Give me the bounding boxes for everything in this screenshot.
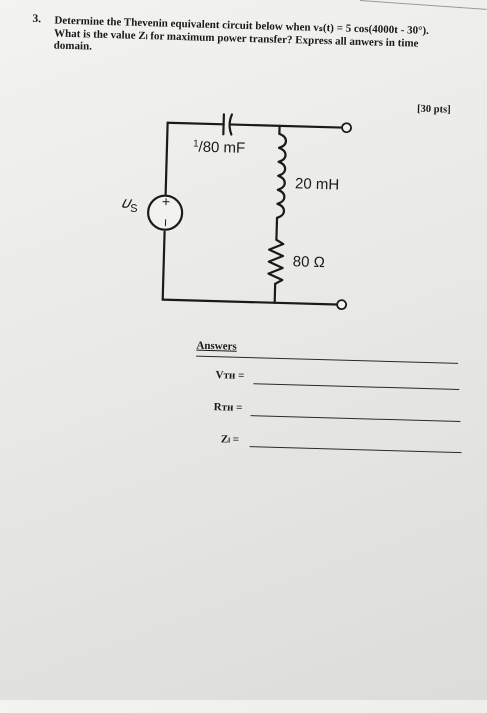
resistor-zigzag bbox=[268, 240, 283, 284]
capacitor-plate-left bbox=[223, 114, 224, 134]
vth-label: Vᴛʜ = bbox=[215, 369, 244, 382]
resistor-label: 80 Ω bbox=[293, 253, 326, 271]
source-minus-sign: − bbox=[158, 218, 174, 227]
top-page-edge bbox=[360, 0, 487, 10]
terminal-top bbox=[342, 123, 351, 132]
source-subscript: S bbox=[130, 203, 138, 215]
wire-resistor-down bbox=[275, 284, 276, 303]
vth-answer-line[interactable] bbox=[253, 383, 459, 390]
wire-top-left bbox=[168, 123, 224, 125]
wire-left-top bbox=[166, 123, 168, 195]
capacitor-label: 1/80 mF bbox=[193, 138, 246, 156]
source-label: 𝜐S bbox=[121, 194, 138, 214]
zl-label: Zₗ = bbox=[221, 432, 240, 446]
wire-inductor-resistor bbox=[276, 218, 277, 240]
circuit-diagram: + − 𝜐S 1/80 mF 20 mH 80 Ω bbox=[0, 0, 487, 353]
rth-answer-line[interactable] bbox=[250, 415, 460, 422]
source-plus-sign: + bbox=[158, 197, 174, 206]
answers-heading-rule bbox=[196, 356, 458, 364]
wire-bottom bbox=[163, 300, 337, 305]
terminal-bottom bbox=[337, 300, 346, 309]
rth-label: Rᴛʜ = bbox=[214, 401, 243, 414]
inductor-label: 20 mH bbox=[295, 175, 340, 193]
wire-left-bottom bbox=[163, 232, 165, 300]
zl-answer-line[interactable] bbox=[250, 446, 462, 453]
inductor-coil bbox=[277, 134, 286, 218]
answers-heading: Answers bbox=[196, 340, 237, 353]
wire-top-right bbox=[230, 124, 342, 127]
